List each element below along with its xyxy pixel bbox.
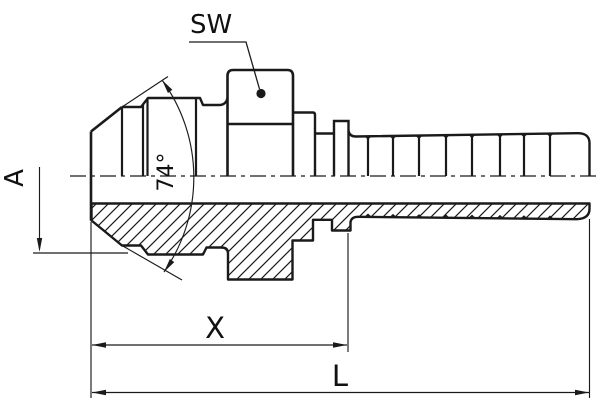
collar-outline: [293, 111, 317, 176]
hose-barb-top-edge: [347, 130, 591, 176]
overall-length-label: L: [332, 359, 348, 393]
thread-dimension-label: A: [0, 169, 30, 187]
wrench-size-label: SW: [190, 10, 232, 40]
x-arrow-left: [92, 342, 106, 348]
thread-edge-lines: [120, 98, 198, 176]
cone-angle-arc: [161, 79, 195, 273]
cutoff-dimension-label: X: [205, 311, 225, 345]
thread-dimension-arrow: [36, 238, 43, 252]
hose-barb-lower-serrations: [364, 213, 554, 220]
cone-angle-arrow-bottom: [164, 259, 175, 272]
l-arrow-right: [575, 389, 589, 396]
hex-nut-outline: [226, 68, 295, 176]
flare-cone-face: [90, 105, 123, 133]
wrench-size-leader-line: [189, 41, 261, 90]
wrench-size-leader-dot: [256, 88, 266, 99]
cone-angle-arrow-top: [162, 80, 173, 93]
cone-angle-extension-bottom: [121, 245, 183, 281]
hose-barb-ridge-lines: [366, 133, 552, 176]
x-arrow-right: [333, 342, 347, 348]
cone-angle-extension-top: [121, 76, 169, 108]
l-arrow-left: [92, 389, 106, 396]
hose-stop-collar-outline: [332, 119, 350, 176]
hose-barb-upper-serrations: [364, 132, 554, 140]
cone-angle-label: 74°: [154, 153, 179, 192]
section-cut-hatched-body: [90, 202, 591, 281]
